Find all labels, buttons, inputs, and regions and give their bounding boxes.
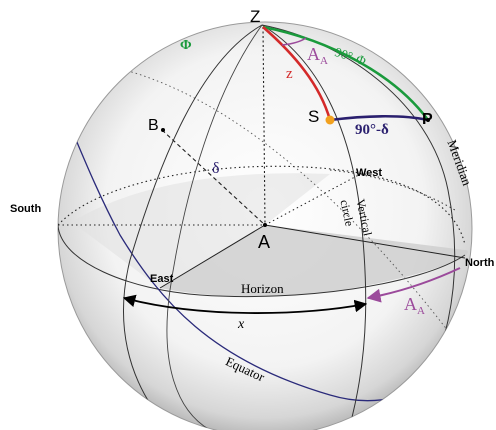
label-vertical-line2: circle bbox=[337, 199, 356, 228]
pole-marker bbox=[426, 118, 430, 122]
great-circle-inner bbox=[166, 24, 263, 430]
west-radius bbox=[264, 169, 369, 226]
great-circle-left bbox=[122, 24, 263, 430]
label-star: S bbox=[308, 107, 319, 126]
label-west: West bbox=[356, 167, 382, 179]
star-marker bbox=[325, 115, 335, 125]
label-polar-distance: 90°-δ bbox=[355, 122, 389, 138]
label-latitude: Φ bbox=[180, 38, 192, 53]
label-point-b: B bbox=[148, 117, 159, 134]
label-x: x bbox=[237, 317, 245, 332]
east-radius bbox=[159, 224, 266, 289]
label-zenith-distance: z bbox=[286, 66, 293, 82]
colatitude-arc bbox=[262, 25, 430, 121]
label-center-a: A bbox=[258, 232, 270, 252]
label-pole: P bbox=[422, 111, 433, 128]
b-radius bbox=[161, 129, 266, 226]
azimuth-arrow bbox=[366, 267, 461, 303]
azimuth-angle-arc bbox=[281, 37, 307, 46]
label-azimuth-side: AA bbox=[404, 294, 425, 317]
vertical-circle bbox=[261, 24, 367, 426]
label-horizon: Horizon bbox=[241, 281, 284, 296]
label-azimuth-top: AA bbox=[307, 44, 328, 67]
label-east: East bbox=[150, 273, 174, 285]
center-point-a bbox=[263, 223, 267, 227]
label-zenith: Z bbox=[250, 7, 260, 26]
zenith-distance-arc bbox=[262, 26, 332, 121]
horizon-plane-shade bbox=[160, 225, 468, 297]
label-south: South bbox=[10, 203, 41, 215]
point-b-marker bbox=[161, 128, 165, 132]
label-declination: δ bbox=[212, 160, 220, 177]
north-radius bbox=[264, 224, 466, 259]
label-north: North bbox=[465, 257, 495, 269]
zenith-axis bbox=[262, 26, 266, 226]
horizon-back-dotted bbox=[58, 165, 466, 246]
polar-distance-arc bbox=[329, 114, 429, 122]
x-arc-arrow bbox=[122, 294, 368, 314]
